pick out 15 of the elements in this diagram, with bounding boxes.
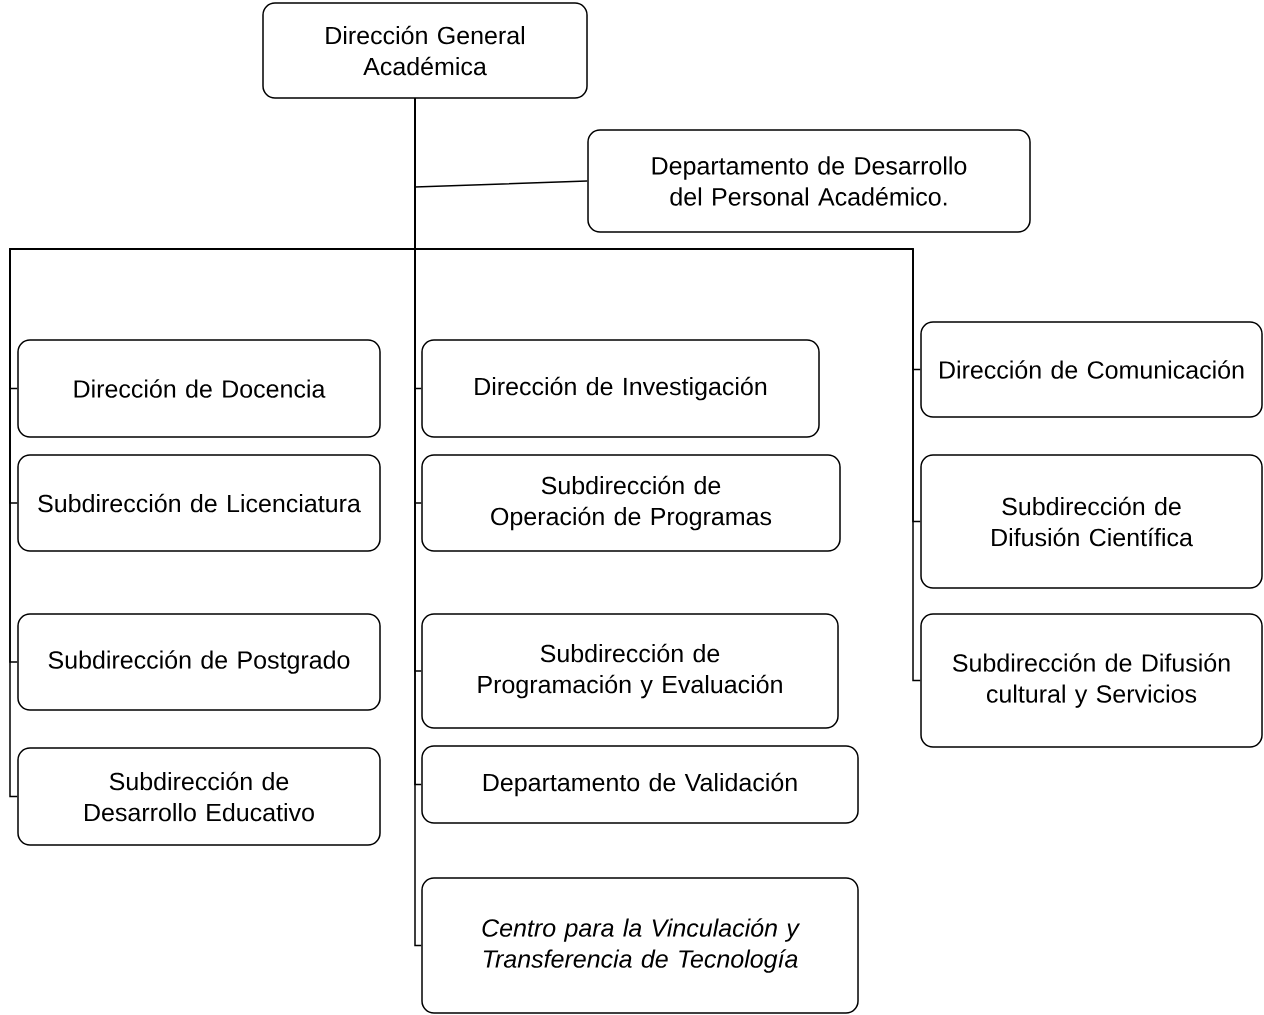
org-box: Subdirección de Difusión Científica	[920, 454, 1263, 589]
org-box: Subdirección de Licenciatura	[17, 454, 381, 552]
connector-line	[414, 98, 921, 682]
org-box: Centro para la Vinculación y Transferencia de Tecnología	[421, 877, 859, 1014]
org-box: Subdirección de Difusión cultural y Servicios	[920, 613, 1263, 748]
org-box: Dirección General Académica	[262, 2, 588, 99]
org-box: Subdirección de Postgrado	[17, 613, 381, 711]
org-box: Dirección de Comunicación	[920, 321, 1263, 418]
org-box: Subdirección de Operación de Programas	[421, 454, 841, 552]
org-box: Dirección de Docencia	[17, 339, 381, 438]
org-box: Subdirección de Desarrollo Educativo	[17, 747, 381, 846]
org-box: Departamento de Desarrollo del Personal Académico.	[587, 129, 1031, 233]
org-box: Dirección de Investigación	[421, 339, 820, 438]
org-box: Departamento de Validación	[421, 745, 859, 824]
org-box: Subdirección de Programación y Evaluación	[421, 613, 839, 729]
